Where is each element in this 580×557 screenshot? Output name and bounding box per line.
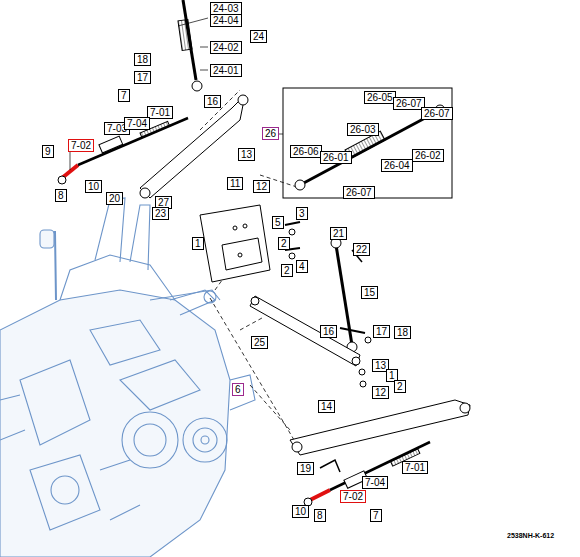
callout-number: 24 [250, 30, 267, 43]
callout-number: 18 [134, 53, 151, 66]
callout-number: 26-04 [381, 159, 413, 172]
callout-number: 26-02 [412, 149, 444, 162]
callout-number: 2 [278, 237, 290, 250]
callout-number: 7-01 [402, 461, 428, 474]
callout-number: 8 [314, 509, 326, 522]
callout-number: 26-07 [393, 97, 425, 110]
callout-number: 23 [152, 207, 169, 220]
callout-number: 21 [330, 227, 347, 240]
callout-number: 12 [253, 180, 270, 193]
callout-number: 7-01 [147, 106, 173, 119]
callout-number: 7 [118, 89, 130, 102]
group-frame [283, 88, 452, 198]
callout-number: 26-05 [364, 91, 396, 104]
callout-number: 16 [204, 95, 221, 108]
callout-number: 26-07 [343, 186, 375, 199]
drawing-number: 2538NH-K-612 [505, 530, 556, 541]
callout-number: 10 [292, 505, 309, 518]
callout-number: 7-02 [68, 139, 94, 152]
callout-number: 13 [238, 148, 255, 161]
callout-number: 2 [394, 380, 406, 393]
callout-number: 26-03 [347, 123, 379, 136]
callout-number: 17 [134, 71, 151, 84]
callout-number: 12 [372, 386, 389, 399]
callout-number: 24-02 [210, 41, 242, 54]
callout-number: 20 [106, 192, 123, 205]
callout-number: 7-04 [362, 476, 388, 489]
callout-number: 4 [296, 260, 308, 273]
callout-number: 5 [272, 216, 284, 229]
callout-number: 14 [318, 400, 335, 413]
callout-number: 7-04 [124, 117, 150, 130]
parts [58, 0, 470, 517]
callout-number: 15 [361, 286, 378, 299]
callout-number: 26-07 [421, 107, 453, 120]
callout-number: 16 [320, 325, 337, 338]
callout-number: 26-06 [290, 145, 322, 158]
callout-number: 7 [370, 509, 382, 522]
assembly-line [200, 90, 300, 450]
callout-number: 22 [353, 243, 370, 256]
callout-number: 9 [42, 145, 54, 158]
callout-number: 24-01 [210, 64, 242, 77]
callout-number: 17 [373, 325, 390, 338]
callout-number: 26 [262, 127, 279, 140]
callout-number: 8 [55, 189, 67, 202]
callout-number: 26-01 [320, 151, 352, 164]
callout-number: 18 [394, 326, 411, 339]
callout-number: 10 [85, 180, 102, 193]
callout-number: 19 [297, 462, 314, 475]
callout-number: 6 [232, 383, 244, 396]
callout-number: 24-04 [210, 14, 242, 27]
callout-number: 7-02 [340, 490, 366, 503]
callout-number: 3 [296, 207, 308, 220]
leader-line [70, 18, 283, 170]
callout-number: 11 [227, 177, 243, 190]
callout-number: 2 [281, 264, 293, 277]
callout-number: 25 [251, 336, 268, 349]
callout-number: 1 [192, 237, 204, 250]
